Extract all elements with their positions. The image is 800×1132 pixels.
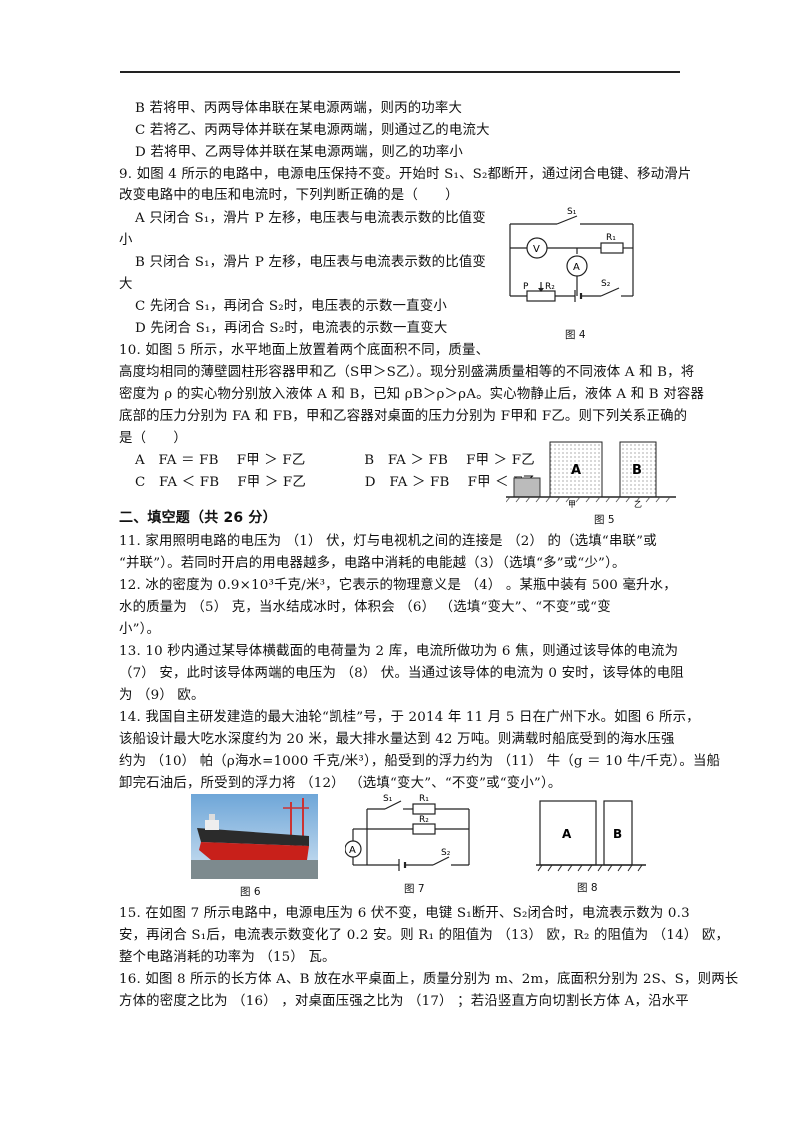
fig5-liquid-a: A [571,463,581,478]
fig4-r1-label: R₁ [606,233,616,243]
figure-6-ship-photo [191,794,318,879]
fig4-p-label: P [523,282,529,292]
question-12-line3: 小”）。 [119,622,161,637]
figure-7-caption: 图 7 [404,883,425,895]
question-13-line2: （7） 安，此时该导体两端的电压为 （8） 伏。当通过该导体的电流为 0 安时，… [119,666,684,681]
fig4-r2-label: R₂ [545,282,555,292]
question-10-line5: 是（ ） [119,431,187,446]
figure-6-caption: 图 6 [240,886,261,898]
figure-5-containers: A B 甲 乙 [506,441,676,508]
fig4-ammeter-label: A [573,262,580,273]
fig7-s1-label: S₁ [383,794,393,804]
fig4-s1-label: S₁ [567,207,577,217]
section-heading-fill-in: 二、填空题（共 26 分） [119,510,277,526]
figure-8-caption: 图 8 [577,882,598,894]
option-9b: B 只闭合 S₁，滑片 P 左移，电压表与电流表示数的比值变 [135,255,487,270]
fig4-voltmeter-label: V [533,244,540,255]
question-14-line4: 卸完石油后，所受到的浮力将 （12） （选填“变大”、“不变”或“变小”）。 [119,776,562,791]
question-14-line3: 约为 （10） 帕（ρ海水=1000 千克/米³），船受到的浮力约为 （11） … [119,754,721,769]
fig7-r2-label: R₂ [419,815,429,825]
question-9-line2: 改变电路中的电压和电流时，下列判断正确的是（ ） [119,188,459,203]
option-9b-cont: 大 [119,277,133,292]
question-16-line1: 16. 如图 8 所示的长方体 A、B 放在水平桌面上，质量分别为 m、2m，底… [119,972,739,987]
question-13-line3: 为 （9） 欧。 [119,688,205,703]
question-15-line3: 整个电路消耗的功率为 （15） 瓦。 [119,950,336,965]
question-10-line2: 高度均相同的薄壁圆柱形容器甲和乙（S甲＞S乙）。现分别盛满质量相等的不同液体 A… [119,365,695,380]
fig4-s2-label: S₂ [601,279,611,289]
question-10-line4: 底部的压力分别为 FA 和 FB，甲和乙容器对桌面的压力分别为 F甲和 F乙。则… [119,409,688,424]
fig5-liquid-b: B [632,463,642,478]
question-10-line3: 密度为 ρ 的实心物分别放入液体 A 和 B，已知 ρB＞ρ＞ρA。实心物静止后… [119,387,705,402]
figure-5-caption: 图 5 [594,514,615,526]
fig8-block-b: B [613,827,622,841]
question-11-line2: “并联”）。若同时开启的用电器越多，电路中消耗的电能越（3）（选填“多”或“少”… [119,556,626,571]
question-16-line2: 方体的密度之比为 （16） ，对桌面压强之比为 （17） ；若沿竖直方向切割长方… [119,994,689,1009]
figure-7-circuit: S₁ R₁ R₂ A S₂ [345,794,470,871]
option-8c: C 若将乙、丙两导体并联在某电源两端，则通过乙的电流大 [135,123,490,138]
question-11-line1: 11. 家用照明电路的电压为 （1） 伏，灯与电视机之间的连接是 （2） 的（选… [119,534,657,549]
figure-4-caption: 图 4 [565,329,586,341]
question-13-line1: 13. 10 秒内通过某导体横截面的电荷量为 2 库，电流所做功为 6 焦，则通… [119,644,679,659]
fig5-right-label: 乙 [634,500,642,508]
fig7-s2-label: S₂ [441,848,451,858]
question-9-line1: 9. 如图 4 所示的电路中，电源电压保持不变。开始时 S₁、S₂都断开，通过闭… [119,167,692,182]
fig5-left-label: 甲 [568,500,576,508]
option-8b: B 若将甲、丙两导体串联在某电源两端，则丙的功率大 [135,101,463,116]
fig7-ammeter-label: A [349,845,356,856]
question-14-line1: 14. 我国自主研发建造的最大油轮“凯桂”号，于 2014 年 11 月 5 日… [119,710,700,725]
fig8-block-a: A [562,827,572,841]
figure-8-blocks: A B [536,800,646,872]
figure-4-circuit: S₁ R₁ V A P R₂ S₂ [509,207,634,302]
question-15-line2: 安，再闭合 S₁后，电流表示数变化了 0.2 安。则 R₁ 的阻值为 （13） … [119,928,730,943]
header-rule [120,71,680,73]
question-10-line1: 10. 如图 5 所示，水平地面上放置着两个底面积不同，质量、 [119,343,490,358]
option-9c: C 先闭合 S₁，再闭合 S₂时，电压表的示数一直变小 [135,299,447,314]
option-9a: A 只闭合 S₁，滑片 P 左移，电压表与电流表示数的比值变 [135,211,486,226]
option-9d: D 先闭合 S₁，再闭合 S₂时，电流表的示数一直变大 [135,321,448,336]
question-14-line2: 该船设计最大吃水深度约为 20 米，最大排水量达到 42 万吨。则满载时船底受到… [119,732,675,747]
question-15-line1: 15. 在如图 7 所示电路中，电源电压为 6 伏不变，电键 S₁断开、S₂闭合… [119,906,690,921]
options-10ab: A FA ＝ FB F甲 ＞ F乙 B FA ＞ FB F甲 ＞ F乙 [135,453,535,468]
question-12-line2: 水的质量为 （5） 克，当水结成冰时，体积会 （6） （选填“变大”、“不变”或… [119,600,611,615]
options-10cd: C FA ＜ FB F甲 ＞ F乙 D FA ＞ FB F甲 ＜ F乙 [135,475,537,490]
option-8d: D 若将甲、乙两导体并联在某电源两端，则乙的功率小 [135,145,463,160]
question-12-line1: 12. 冰的密度为 0.9×10³千克/米³，它表示的物理意义是 （4） 。某瓶… [119,578,677,593]
option-9a-cont: 小 [119,233,133,248]
fig7-r1-label: R₁ [419,794,429,804]
